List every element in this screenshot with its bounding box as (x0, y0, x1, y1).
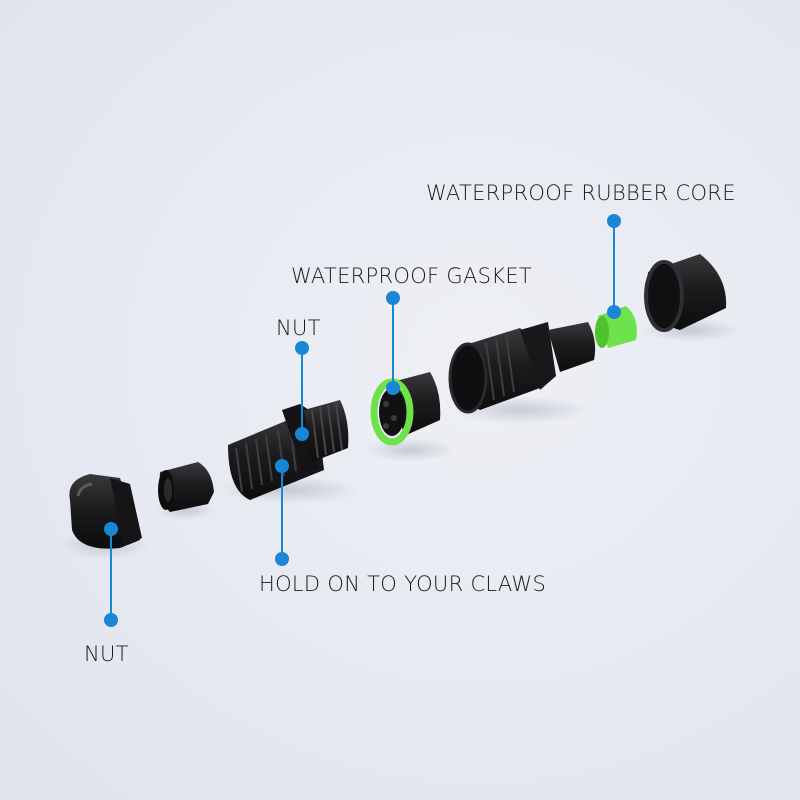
end-cap-right (640, 254, 740, 342)
coupling-body (448, 322, 596, 424)
label-nut-bottom: NUT (84, 642, 129, 666)
label-nut-top: NUT (276, 316, 321, 340)
rubber-core (595, 306, 637, 348)
seal-sleeve (155, 462, 215, 520)
label-waterproof-gasket: WATERPROOF GASKET (291, 264, 533, 288)
label-hold-claws: HOLD ON TO YOUR CLAWS (259, 572, 547, 596)
claw-body (220, 400, 360, 504)
gasket-insert (365, 372, 455, 462)
label-waterproof-rubber-core: WATERPROOF RUBBER CORE (426, 181, 736, 205)
callout-lines (104, 214, 621, 627)
end-cap-nut (60, 474, 150, 559)
